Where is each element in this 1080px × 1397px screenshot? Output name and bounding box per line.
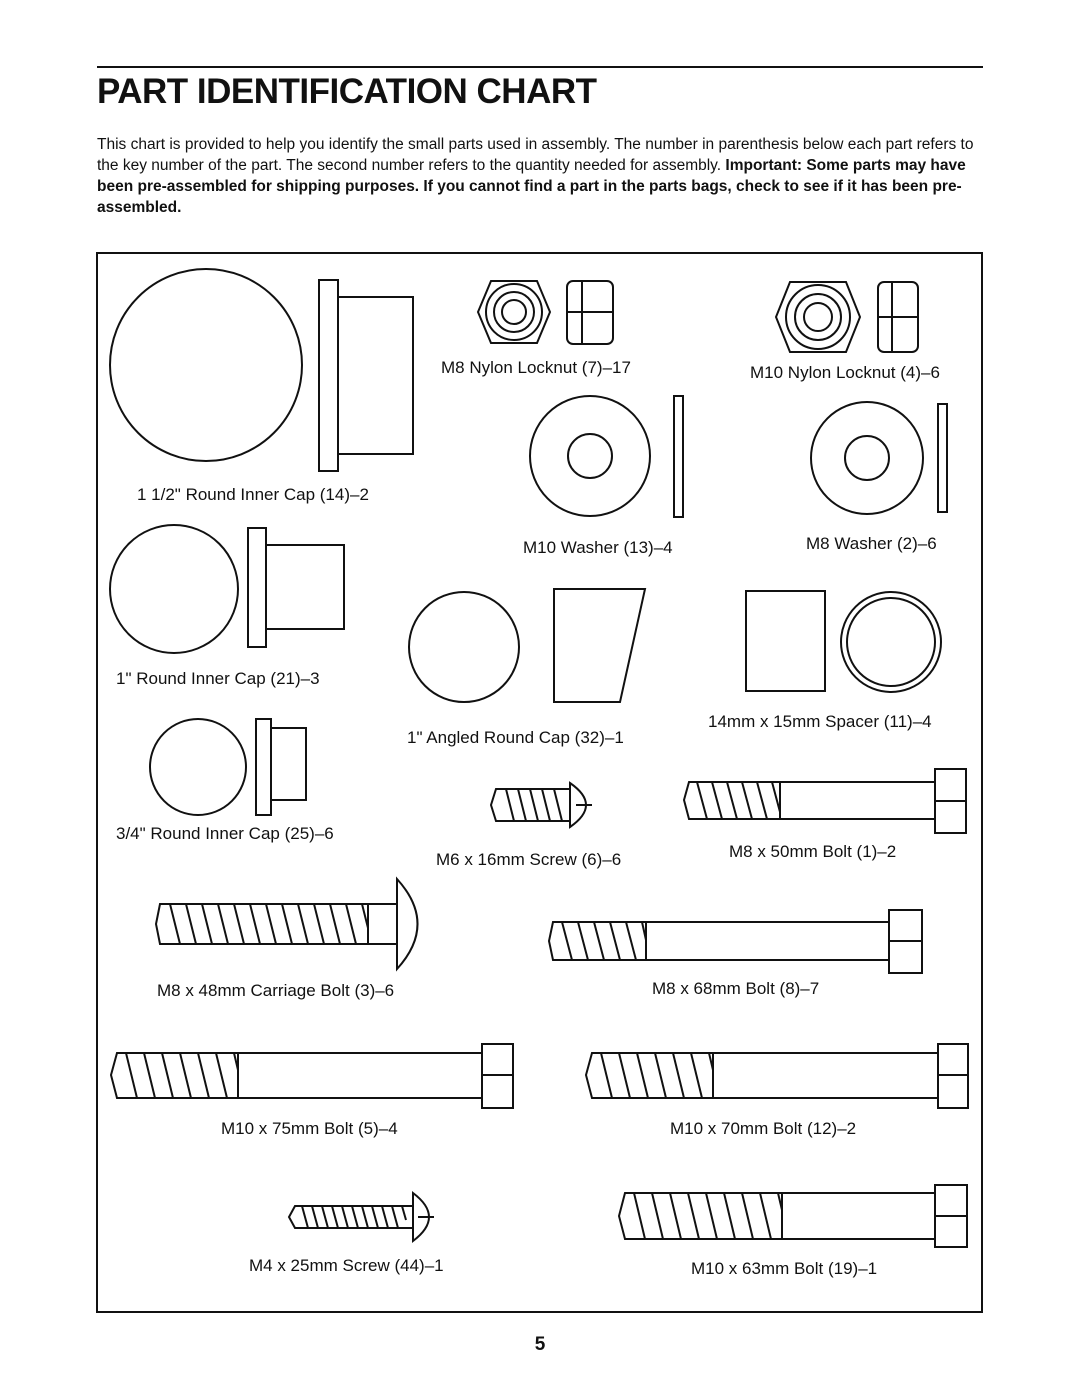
header-rule: [97, 66, 983, 68]
m8-nylon-locknut-drawing: [476, 280, 614, 345]
m10-70-bolt-drawing: [584, 1043, 969, 1109]
label-m10-washer: M10 Washer (13)–4: [523, 538, 673, 557]
round-inner-cap-1-5-drawing: [109, 268, 414, 472]
label-m10-nylon-locknut: M10 Nylon Locknut (4)–6: [750, 363, 940, 382]
label-m10-63-bolt: M10 x 63mm Bolt (19)–1: [691, 1259, 878, 1278]
spacer-drawing: [745, 590, 942, 693]
label-angled-round-cap: 1" Angled Round Cap (32)–1: [407, 728, 624, 747]
angled-round-cap-drawing: [408, 588, 647, 703]
m8-68-bolt-drawing: [547, 909, 923, 974]
m10-63-bolt-drawing: [617, 1184, 968, 1248]
label-m6-screw: M6 x 16mm Screw (6)–6: [436, 850, 622, 869]
label-round-inner-cap-1-5: 1 1/2" Round Inner Cap (14)–2: [137, 485, 369, 504]
page-title: PART IDENTIFICATION CHART: [97, 72, 597, 111]
intro-text: This chart is provided to help you ident…: [97, 136, 974, 174]
round-inner-cap-1-drawing: [109, 524, 345, 654]
label-spacer: 14mm x 15mm Spacer (11)–4: [708, 712, 932, 731]
label-m8-washer: M8 Washer (2)–6: [806, 534, 937, 553]
m4-screw-drawing: [287, 1190, 434, 1244]
label-m8-nylon-locknut: M8 Nylon Locknut (7)–17: [441, 358, 631, 377]
page-number: 5: [534, 1334, 546, 1355]
m6-screw-drawing: [489, 781, 592, 829]
label-m4-screw: M4 x 25mm Screw (44)–1: [249, 1256, 444, 1275]
intro-paragraph: This chart is provided to help you ident…: [97, 134, 987, 218]
label-m8-68-bolt: M8 x 68mm Bolt (8)–7: [652, 979, 820, 998]
label-m8-carriage-bolt: M8 x 48mm Carriage Bolt (3)–6: [157, 981, 395, 1000]
parts-chart-frame: [96, 252, 983, 1313]
m8-washer-drawing: [810, 401, 948, 515]
label-round-inner-cap-1: 1" Round Inner Cap (21)–3: [116, 669, 320, 688]
m8-50-bolt-drawing: [682, 768, 967, 834]
m10-nylon-locknut-drawing: [774, 281, 919, 353]
label-m8-50-bolt: M8 x 50mm Bolt (1)–2: [729, 842, 897, 861]
label-round-inner-cap-3-4: 3/4" Round Inner Cap (25)–6: [116, 824, 334, 843]
m10-washer-drawing: [529, 395, 684, 518]
label-m10-70-bolt: M10 x 70mm Bolt (12)–2: [670, 1119, 857, 1138]
round-inner-cap-3-4-drawing: [149, 718, 307, 816]
m8-carriage-bolt-drawing: [154, 876, 419, 972]
intro-important: Important: Some parts may have been pre-…: [97, 157, 966, 216]
m10-75-bolt-drawing: [109, 1043, 514, 1109]
label-m10-75-bolt: M10 x 75mm Bolt (5)–4: [221, 1119, 398, 1138]
